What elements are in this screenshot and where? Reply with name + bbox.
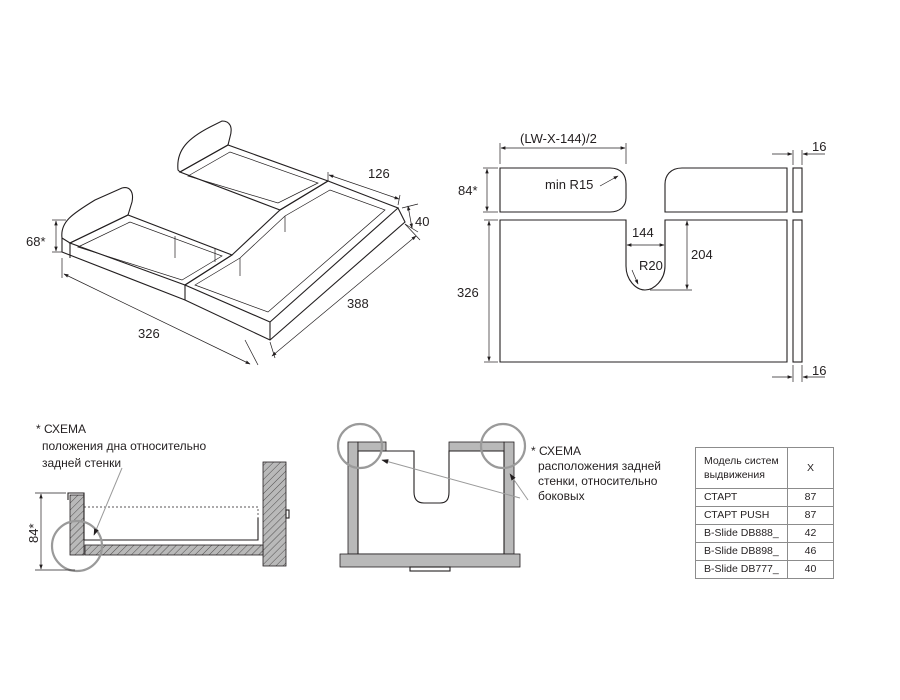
table-header-row: Модель систем выдвижения X bbox=[695, 447, 834, 489]
plan-min-radius: min R15 bbox=[545, 177, 593, 192]
plan-thickness-top: 16 bbox=[812, 139, 826, 154]
plan-top-left-strip bbox=[499, 167, 627, 213]
plan-dim-top-height: 84* bbox=[458, 183, 478, 198]
table-row: B-Slide DB888_ 42 bbox=[695, 524, 834, 543]
section-note-title: * СХЕМА bbox=[36, 422, 86, 436]
plan-cutout-depth: 204 bbox=[691, 247, 713, 262]
table-row: СТАРТ PUSH 87 bbox=[695, 506, 834, 525]
table-header-x: X bbox=[787, 447, 834, 489]
section-note-line1: положения дна относительно bbox=[42, 439, 207, 453]
section-view: 84* * СХЕМА положения дна относительно з… bbox=[26, 422, 290, 573]
isometric-drawer-view: 68* 326 388 126 40 bbox=[26, 120, 429, 366]
front-note-line1: расположения задней bbox=[538, 459, 661, 473]
front-note-title: * СХЕМА bbox=[531, 444, 581, 458]
iso-dim-width: 326 bbox=[138, 326, 160, 341]
table-cell-model: СТАРТ bbox=[695, 488, 788, 507]
iso-dim-side: 126 bbox=[368, 166, 390, 181]
table-cell-model: B-Slide DB777_ bbox=[695, 560, 788, 579]
front-note-line2: стенки, относительно bbox=[538, 474, 658, 488]
table-cell-x: 46 bbox=[787, 542, 834, 561]
plan-bottom-panel bbox=[499, 219, 788, 363]
plan-cutout-width: 144 bbox=[632, 225, 654, 240]
table-cell-model: B-Slide DB888_ bbox=[695, 524, 788, 543]
front-callout-right bbox=[479, 422, 527, 470]
table-header-model: Модель систем выдвижения bbox=[695, 447, 788, 489]
plan-bottom-height: 326 bbox=[457, 285, 479, 300]
table-row: СТАРТ 87 bbox=[695, 488, 834, 507]
slide-systems-table: Модель систем выдвижения X СТАРТ 87 СТАР… bbox=[695, 447, 834, 579]
front-note-line3: боковых bbox=[538, 489, 585, 503]
front-right-side bbox=[503, 441, 515, 555]
iso-dim-height: 68* bbox=[26, 234, 46, 249]
front-back-panel bbox=[357, 450, 505, 555]
plan-side-bottom bbox=[792, 219, 803, 363]
table-cell-x: 42 bbox=[787, 524, 834, 543]
iso-dim-depth: 388 bbox=[347, 296, 369, 311]
plan-top-right-strip bbox=[664, 167, 788, 213]
front-left-side bbox=[347, 441, 359, 555]
table-cell-x: 40 bbox=[787, 560, 834, 579]
panel-plan-view: (LW-X-144)/2 84* min R15 144 R20 204 326… bbox=[457, 131, 826, 382]
iso-right-high-panel bbox=[177, 120, 232, 173]
table-cell-x: 87 bbox=[787, 488, 834, 507]
section-front-wall bbox=[69, 494, 85, 556]
table-cell-model: B-Slide DB898_ bbox=[695, 542, 788, 561]
section-bottom bbox=[84, 544, 264, 556]
section-callout-circle bbox=[50, 519, 104, 573]
table-row: B-Slide DB898_ 46 bbox=[695, 542, 834, 561]
section-back-wall bbox=[262, 461, 287, 567]
front-view: * СХЕМА расположения задней стенки, отно… bbox=[336, 422, 661, 572]
plan-cutout-radius: R20 bbox=[639, 258, 663, 273]
front-base bbox=[339, 553, 521, 568]
section-note-line2: задней стенки bbox=[42, 456, 121, 470]
section-dim-height: 84* bbox=[26, 523, 41, 543]
iso-dim-wall: 40 bbox=[415, 214, 429, 229]
table-cell-model: СТАРТ PUSH bbox=[695, 506, 788, 525]
iso-bottom-edge bbox=[61, 207, 406, 341]
iso-left-high-panel bbox=[61, 187, 134, 244]
front-callout-left bbox=[336, 422, 384, 470]
plan-dim-top: (LW-X-144)/2 bbox=[520, 131, 597, 146]
plan-thickness-bottom: 16 bbox=[812, 363, 826, 378]
plan-side-top bbox=[792, 167, 803, 213]
table-cell-x: 87 bbox=[787, 506, 834, 525]
table-row: B-Slide DB777_ 40 bbox=[695, 560, 834, 579]
